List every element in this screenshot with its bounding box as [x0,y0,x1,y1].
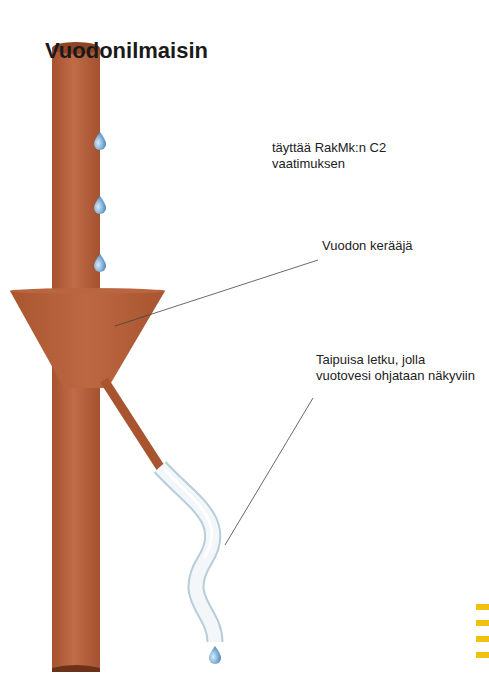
callout-label: Taipuisa letku, jolla vuotovesi ohjataan… [316,352,476,383]
leak-collector [10,291,165,388]
hose-highlight [165,470,212,558]
flexible-hose-outline [160,467,215,642]
pipe-bottom [52,665,100,672]
diagram-title: Vuodonilmaisin [45,38,208,64]
leader-line [115,260,318,326]
water-drops [94,132,221,664]
callout-label: Vuodon kerääjä [322,238,472,254]
collector-rim [10,288,165,294]
yellow-marks [476,604,489,658]
outlet-tube [104,380,162,470]
callout-label: täyttää RakMk:n C2 vaatimuksen [272,140,422,171]
leader-line [225,398,313,545]
flexible-hose [160,467,215,642]
